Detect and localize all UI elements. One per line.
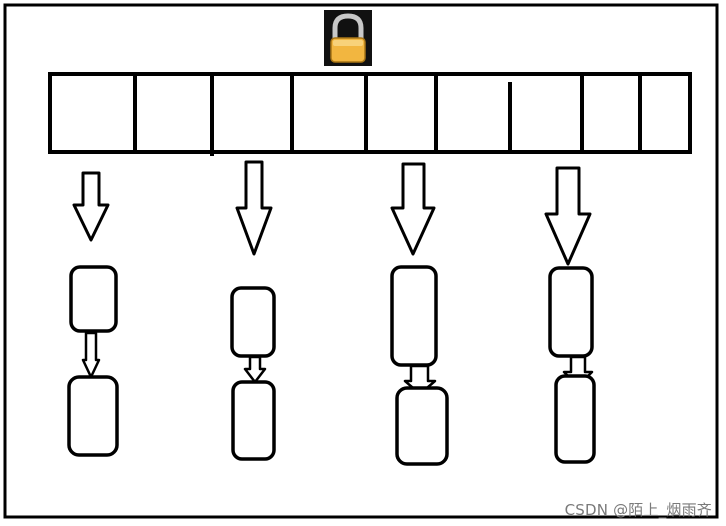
down-arrow [235,160,273,256]
bucket-array [48,72,692,156]
chain-node [231,380,276,461]
watermark-text: CSDN @陌上_烟雨齐 [564,501,712,519]
chain-4 [544,166,596,464]
down-arrow [390,162,436,256]
link-arrow [81,331,101,379]
chain-node [395,386,449,466]
chain-node [67,375,119,457]
chain-3 [390,162,449,466]
chain-2 [230,160,276,461]
chain-node [548,266,594,358]
outer-border [3,3,719,519]
chain-1 [67,171,119,457]
chain-node [230,286,276,358]
padlock-icon [324,10,372,66]
down-arrow [544,166,592,266]
bucket-array-frame [48,72,692,154]
chain-node [69,265,118,333]
chain-node [554,374,596,464]
link-arrow [243,355,267,384]
chain-node [390,265,438,367]
down-arrow [72,171,110,242]
